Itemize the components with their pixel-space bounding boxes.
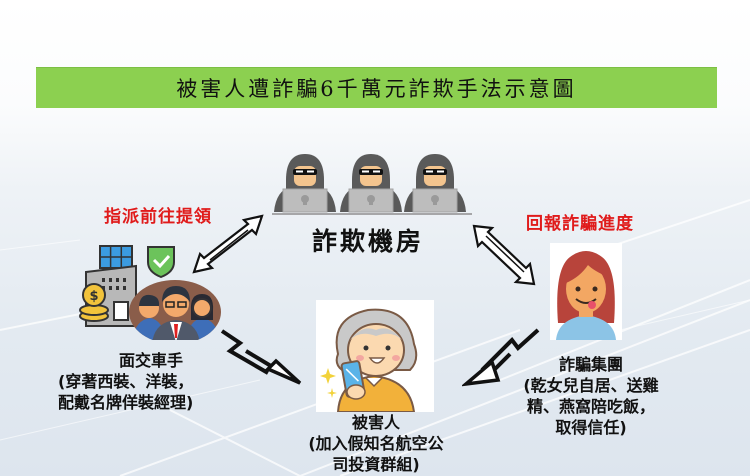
hackers-at-laptops-icon bbox=[272, 153, 472, 215]
bank-and-businessmen-icon: $ bbox=[79, 245, 221, 344]
scam-group-detail-line1: (乾女兒自居、送雞 bbox=[523, 376, 659, 395]
lightning-arrow-group-victim-icon bbox=[462, 328, 540, 387]
report-progress-label: 回報詐騙進度 bbox=[526, 214, 634, 234]
lightning-arrow-courier-victim-icon bbox=[220, 329, 302, 385]
svg-text:$: $ bbox=[89, 289, 98, 304]
title-banner: 被害人遭詐騙6千萬元詐欺手法示意圖 bbox=[36, 67, 717, 108]
double-arrow-hub-courier-icon bbox=[192, 214, 264, 274]
scam-group-node bbox=[550, 243, 622, 340]
scam-group-description: 詐騙集團 (乾女兒自居、送雞 精、燕窩陪吃飯， 取得信任) bbox=[516, 354, 666, 438]
victim-description: 被害人 (加入假知名航空公 司投資群組) bbox=[296, 412, 456, 475]
scam-group-name: 詐騙集團 bbox=[558, 355, 623, 374]
courier-description: 面交車手 (穿著西裝、洋裝， 配戴名牌佯裝經理) bbox=[58, 350, 244, 413]
grandma-with-phone-icon bbox=[320, 308, 418, 413]
young-woman-avatar-icon bbox=[556, 251, 616, 340]
scam-group-detail-line2: 精、燕窩陪吃飯， bbox=[526, 397, 655, 416]
dispatch-label: 指派前往提領 bbox=[104, 207, 212, 227]
victim-name: 被害人 bbox=[351, 413, 400, 432]
double-arrow-hub-group-icon bbox=[472, 224, 536, 286]
courier-detail-line2: 配戴名牌佯裝經理) bbox=[58, 393, 194, 412]
courier-name: 面交車手 bbox=[118, 351, 183, 370]
courier-node: $ bbox=[78, 240, 228, 344]
victim-detail-line1: (加入假知名航空公 bbox=[308, 434, 444, 453]
courier-detail-line1: (穿著西裝、洋裝， bbox=[58, 372, 194, 391]
diagram-title: 被害人遭詐騙6千萬元詐欺手法示意圖 bbox=[176, 77, 577, 101]
victim-detail-line2: 司投資群組) bbox=[332, 455, 420, 474]
fraud-call-center-label: 詐欺機房 bbox=[312, 227, 425, 256]
fraud-call-center-node: 詐欺機房 bbox=[272, 150, 482, 256]
scam-group-detail-line3: 取得信任) bbox=[555, 418, 627, 437]
victim-node bbox=[316, 300, 434, 413]
